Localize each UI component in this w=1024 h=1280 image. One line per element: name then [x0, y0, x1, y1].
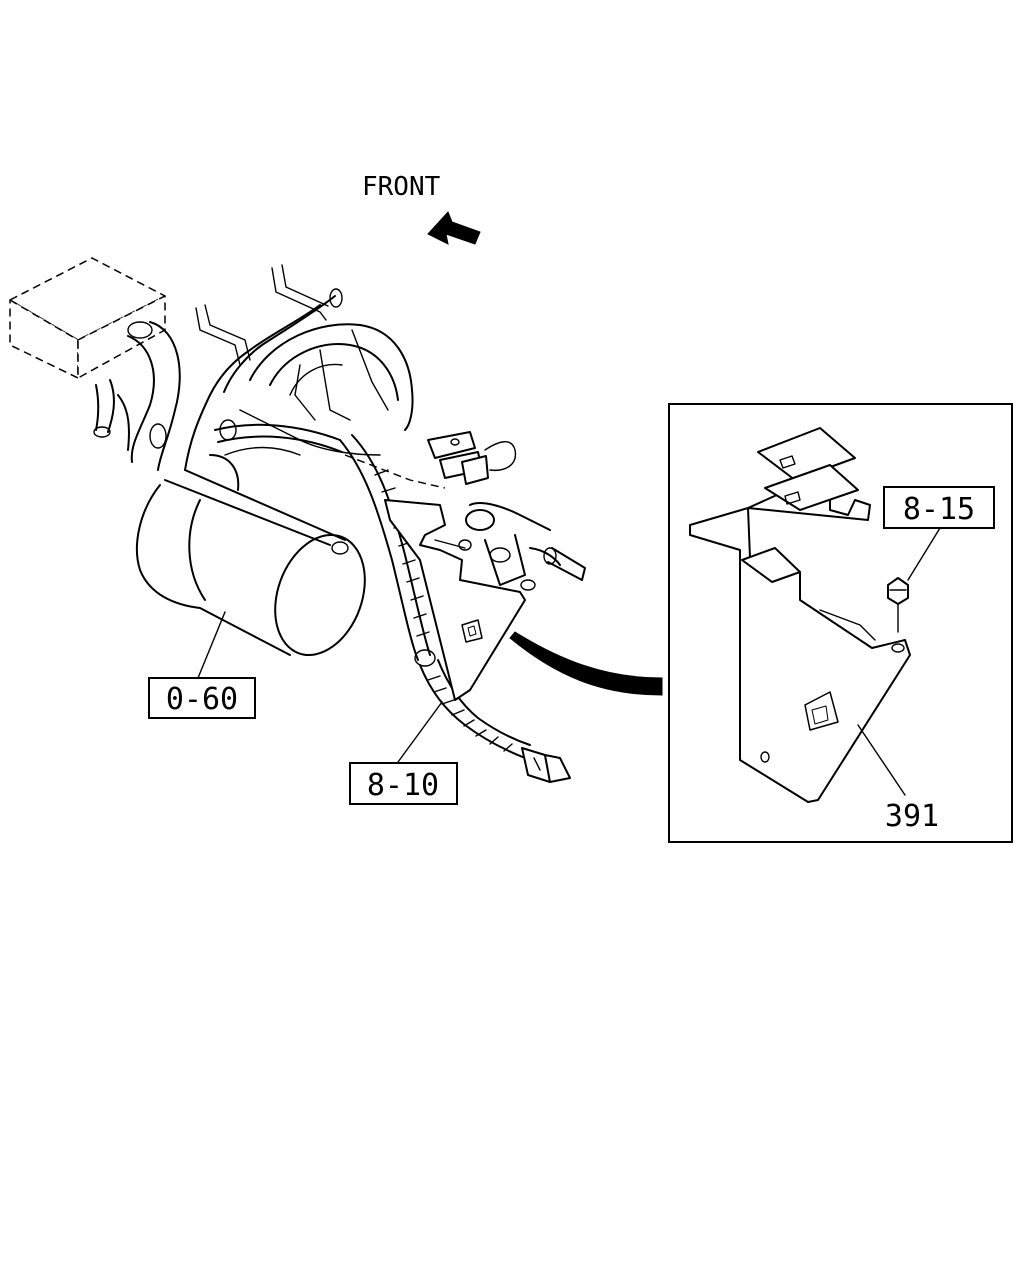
front-arrow-icon: [427, 211, 481, 245]
starter-motor: [136, 419, 366, 657]
leader-starter: [197, 611, 226, 679]
detail-frame: [668, 403, 1013, 843]
front-label: FRONT: [362, 172, 441, 202]
leader-nut: [907, 527, 941, 581]
harness-connector: [521, 747, 571, 783]
transmission-housing: [239, 323, 414, 456]
callout-nut: 8-15: [903, 492, 975, 527]
nut-detail: [887, 577, 909, 633]
ecu-box: [9, 257, 166, 379]
callout-starter: 0-60: [166, 682, 238, 717]
callout-box-harness: [349, 762, 458, 805]
callout-harness: 8-10: [367, 768, 439, 803]
bracket-main: [384, 499, 536, 701]
detail-arrow-icon: [509, 631, 663, 696]
callout-bracket: 391: [885, 799, 939, 834]
leader-harness: [397, 701, 443, 763]
bracket-detail: [689, 427, 911, 803]
wiring-harness: [214, 423, 531, 759]
callout-box-starter: [148, 677, 256, 719]
sensor-assembly: [427, 431, 586, 586]
callout-box-nut: [883, 486, 995, 529]
hose-assembly: [93, 264, 343, 471]
leader-bracket: [857, 724, 906, 796]
